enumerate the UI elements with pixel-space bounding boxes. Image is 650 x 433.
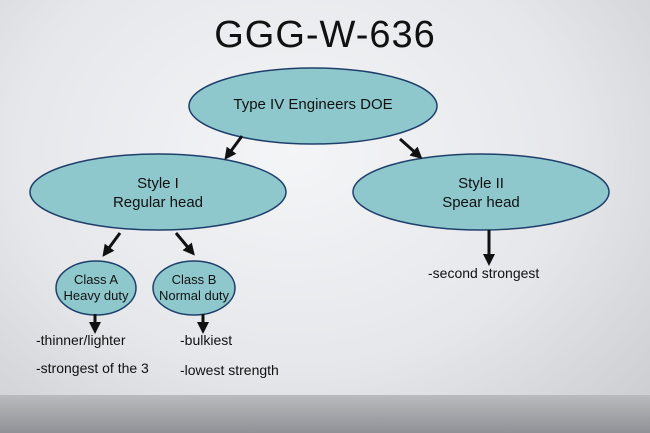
class-a-subtitle: Heavy duty xyxy=(63,288,129,304)
style-2-title: Style II xyxy=(458,175,504,192)
style-1-node-label: Style I Regular head xyxy=(30,175,286,213)
class-b-node-shape xyxy=(152,260,236,316)
root-node-label: Type IV Engineers DOE xyxy=(190,96,436,115)
class-a-note-2: -strongest of the 3 xyxy=(36,360,149,376)
style-2-subtitle: Spear head xyxy=(442,193,520,211)
diagram-title: GGG-W-636 xyxy=(214,14,436,56)
arrow-style1-to-classA xyxy=(102,232,122,257)
class-b-note-2: -lowest strength xyxy=(180,362,279,378)
class-a-title: Class A xyxy=(73,272,119,287)
arrow-root-to-style2 xyxy=(399,137,423,159)
class-a-note-1: -thinner/lighter xyxy=(36,332,126,348)
class-b-title: Class B xyxy=(171,272,217,287)
arrow-root-to-style1 xyxy=(224,135,244,160)
style-1-title: Style I xyxy=(137,175,179,192)
class-b-node-label: Class B Normal duty xyxy=(148,272,240,305)
style-2-node-shape xyxy=(352,153,610,231)
style-1-subtitle: Regular head xyxy=(112,193,204,211)
page-edge-shadow xyxy=(0,395,650,433)
class-a-node-label: Class A Heavy duty xyxy=(50,272,142,305)
class-b-note-1: -bulkiest xyxy=(180,332,233,348)
root-node-text: Type IV Engineers DOE xyxy=(233,96,393,113)
root-node-shape xyxy=(188,67,438,145)
style-1-node-shape xyxy=(29,153,287,231)
arrow-style1-to-classB xyxy=(174,232,195,256)
style-2-node-label: Style II Spear head xyxy=(353,175,609,213)
style-2-note: -second strongest xyxy=(428,265,540,281)
class-b-subtitle: Normal duty xyxy=(158,288,230,304)
